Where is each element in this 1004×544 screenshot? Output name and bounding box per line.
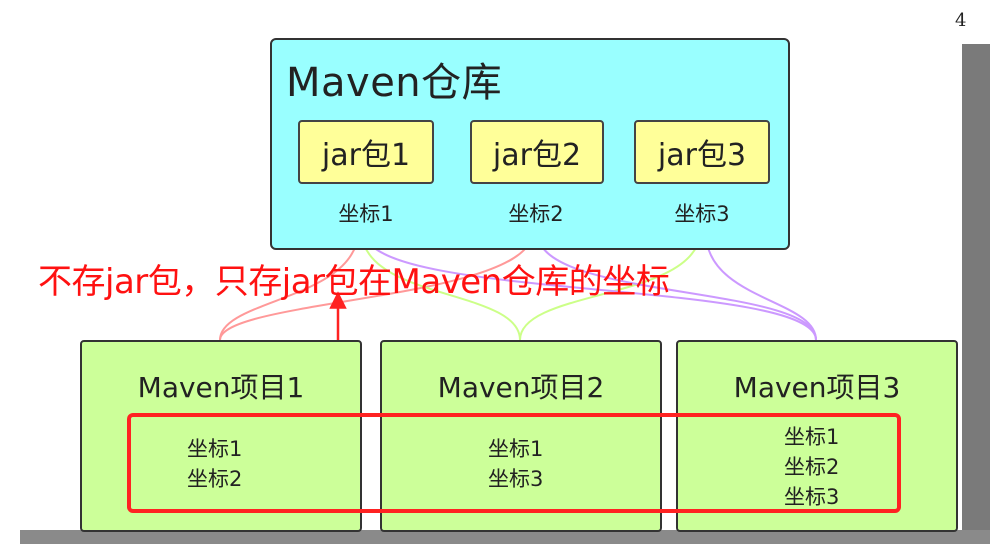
annotation-text: 不存jar包，只存jar包在Maven仓库的坐标: [38, 262, 670, 302]
jar-coordinate-2: 坐标2: [508, 202, 564, 226]
project-2-coordinate-1: 坐标1: [488, 437, 544, 461]
jar-box-1: jar包1: [298, 120, 434, 184]
project-2-coordinate-2: 坐标3: [488, 467, 544, 491]
jar-coordinate-1: 坐标1: [338, 202, 394, 226]
maven-project-3-box: Maven项目3 坐标1 坐标2 坐标3: [676, 340, 958, 532]
project-3-coordinate-1: 坐标1: [784, 425, 840, 449]
maven-repository-box: Maven仓库 jar包1 jar包2 jar包3 坐标1 坐标2 坐标3: [270, 38, 790, 250]
page-shadow-bottom: [20, 530, 990, 544]
project-1-coordinates: 坐标1 坐标2: [187, 434, 242, 494]
project-3-coordinates: 坐标1 坐标2 坐标3: [784, 422, 839, 512]
jar-coordinate-3: 坐标3: [674, 202, 730, 226]
jar-box-3: jar包3: [634, 120, 770, 184]
project-1-coordinate-2: 坐标2: [187, 467, 243, 491]
page-number: 4: [955, 10, 967, 31]
maven-project-2-box: Maven项目2 坐标1 坐标3: [380, 340, 662, 532]
arrow-project3-jar3: [700, 230, 817, 341]
project-1-coordinate-1: 坐标1: [187, 437, 243, 461]
project-2-title: Maven项目2: [437, 371, 605, 404]
project-3-coordinate-3: 坐标3: [784, 485, 840, 509]
jar-box-2: jar包2: [470, 120, 604, 184]
page-shadow-right: [962, 44, 990, 534]
project-3-coordinate-2: 坐标2: [784, 455, 840, 479]
project-1-title: Maven项目1: [137, 371, 305, 404]
project-3-title: Maven项目3: [733, 371, 901, 404]
project-2-coordinates: 坐标1 坐标3: [488, 434, 543, 494]
repository-title: Maven仓库: [286, 60, 503, 106]
coordinates-highlight-frame: [127, 413, 901, 513]
